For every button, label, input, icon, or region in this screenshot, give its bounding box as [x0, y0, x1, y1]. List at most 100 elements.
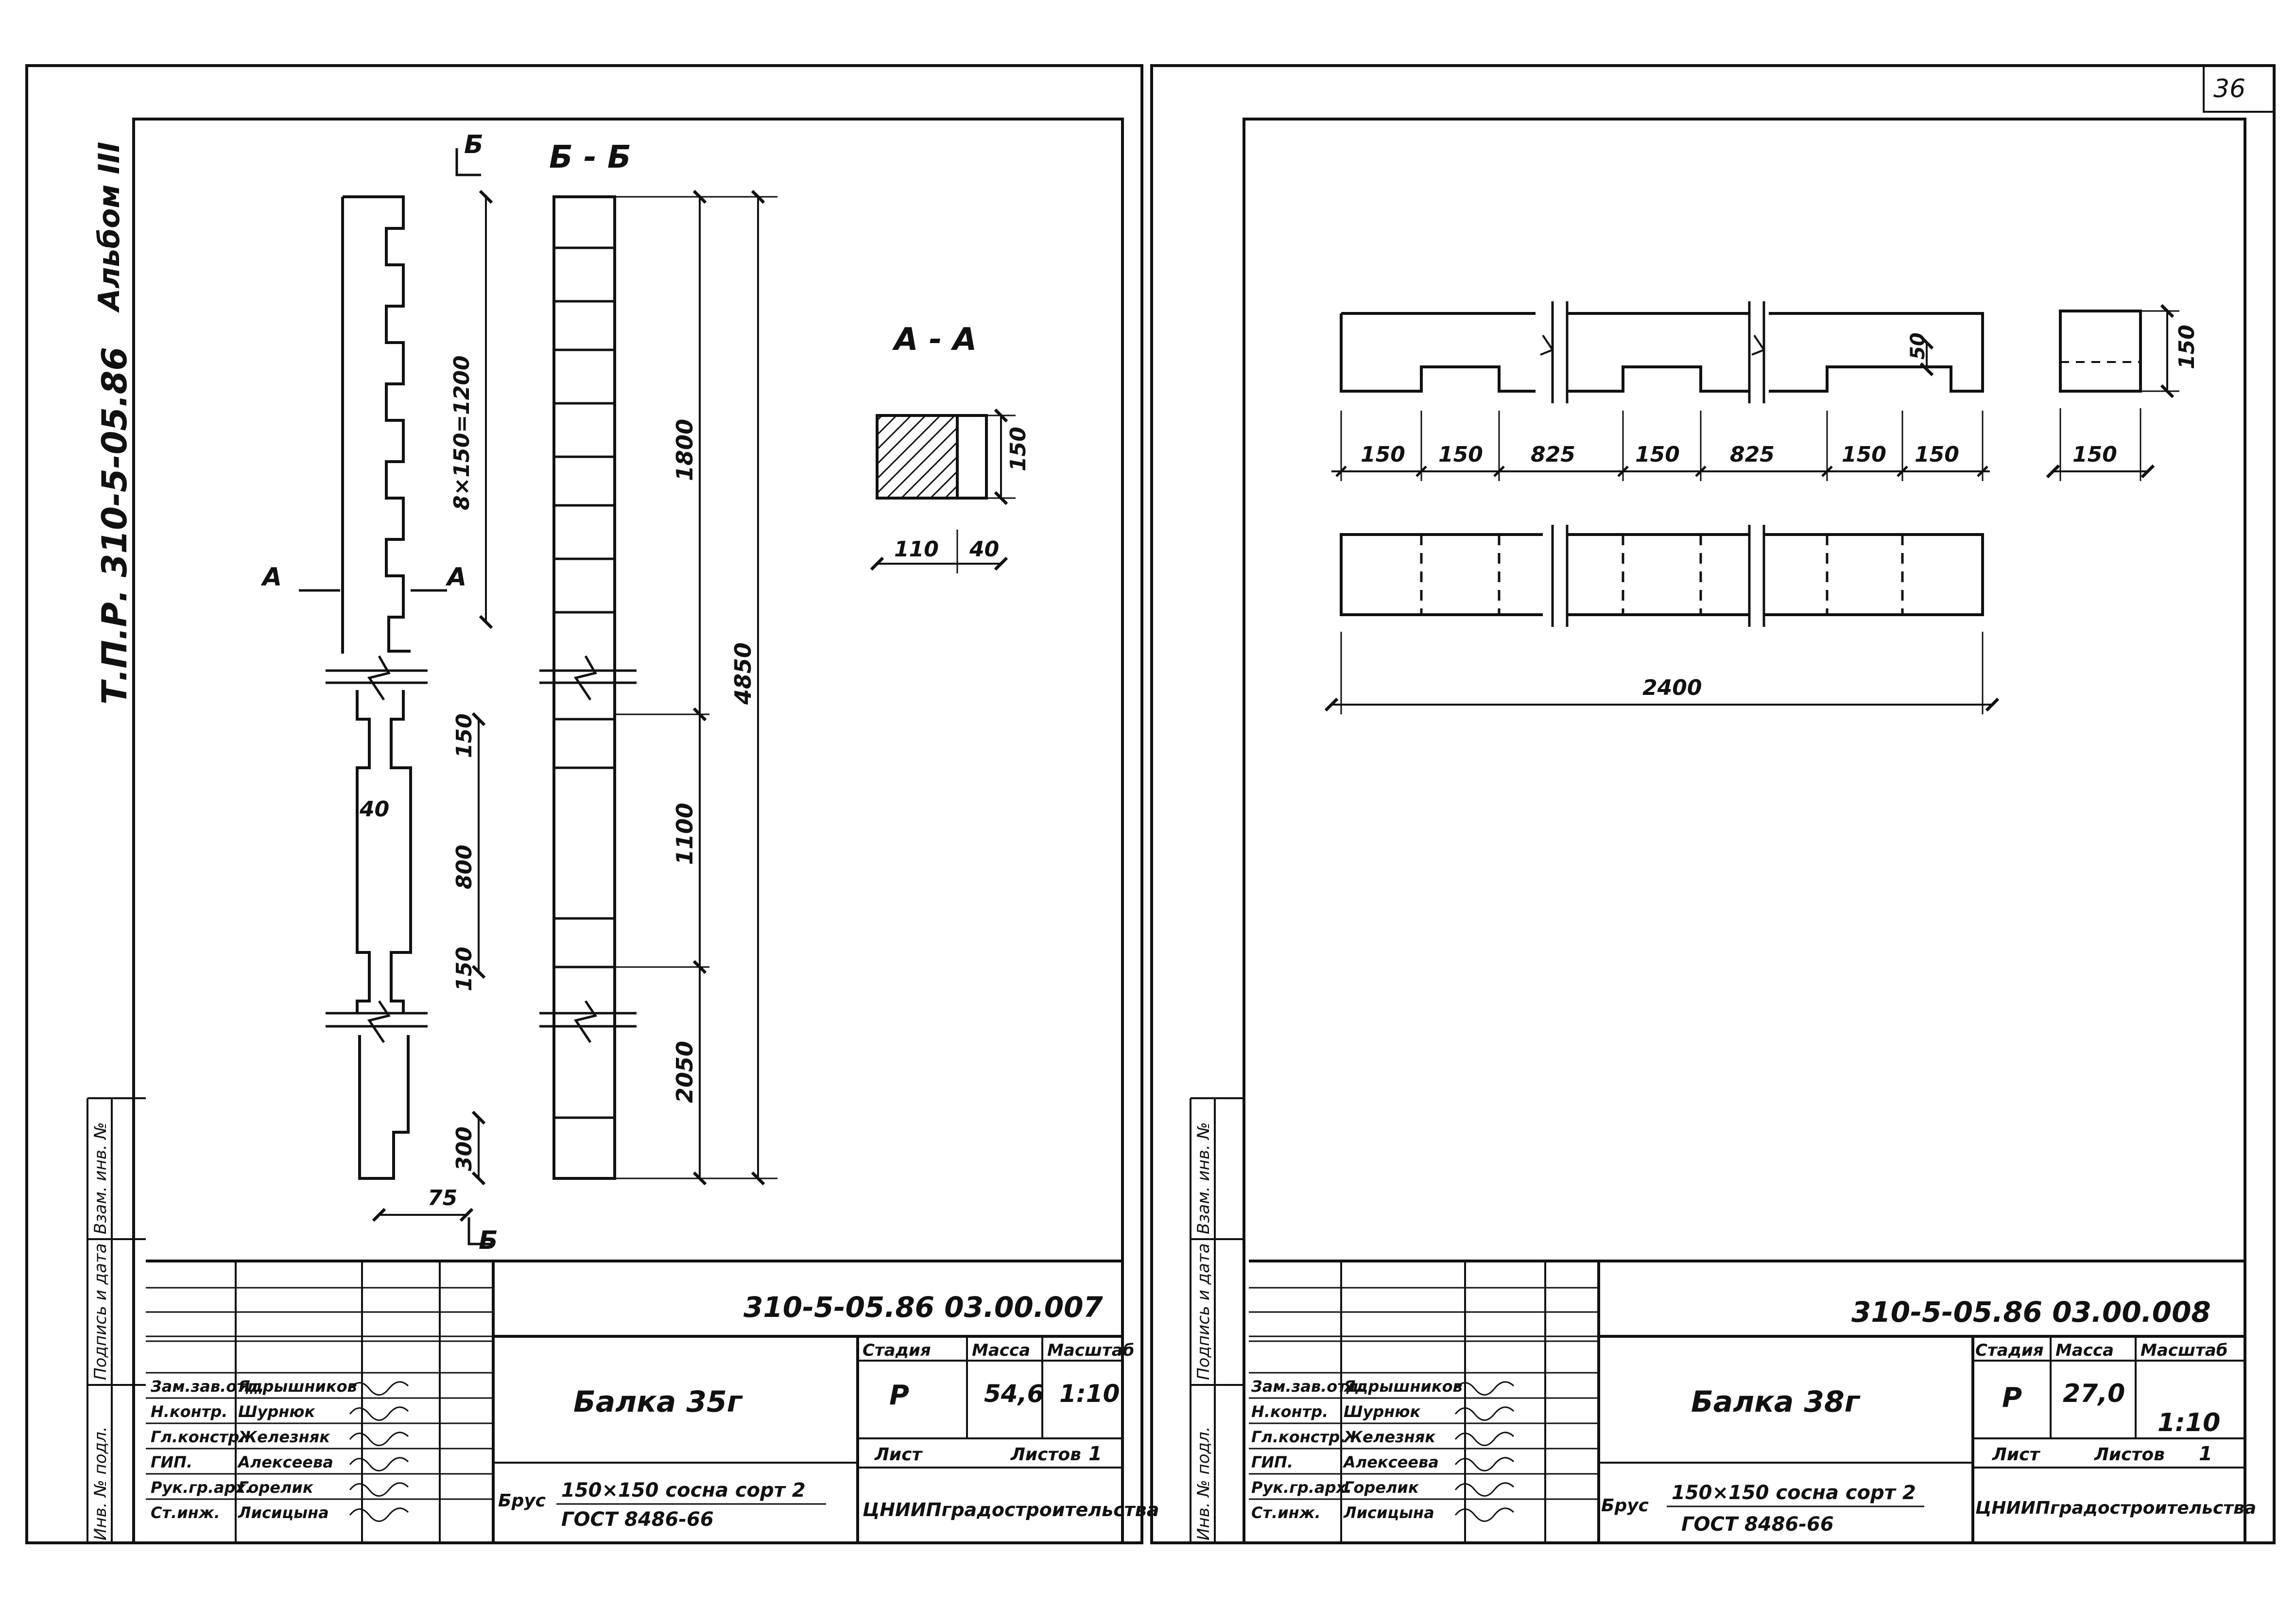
left-material-1: 150×150 сосна сорт 2 [561, 1479, 806, 1502]
signature [349, 1507, 409, 1522]
staff-role: ГИП. [151, 1453, 192, 1471]
right-org: ЦНИИПградостроительства [1975, 1498, 2256, 1518]
left-binding-strip: Инв. № подл. Подпись и дата Взам. инв. № [86, 1097, 146, 1543]
marker-b-top: Б [464, 130, 483, 159]
staff-name: Железняк [1343, 1428, 1436, 1446]
marker-a-left: А [260, 563, 282, 592]
dim-r1: 150 [1438, 442, 1483, 467]
dim-tick [1493, 466, 1505, 477]
dim-section-w: 150 [2072, 442, 2117, 467]
staff-role: Гл.констр. [151, 1428, 245, 1446]
left-scale: 1:10 [1059, 1380, 1120, 1408]
left-doc-code: 310-5-05.86 03.00.007 [743, 1291, 1103, 1324]
signature [349, 1381, 409, 1396]
section-bb-view: 1800 1100 2050 4850 [539, 190, 777, 1186]
signature [349, 1482, 409, 1497]
staff-role: Зам.зав.отд. [1251, 1377, 1365, 1396]
dim-r2: 825 [1531, 442, 1575, 467]
section-aa-title: А - А [892, 322, 977, 358]
left-stage: Р [889, 1380, 909, 1411]
dim-aa-h: 150 [1006, 427, 1031, 471]
sheet-frames [25, 64, 2276, 1544]
right-sheets-hdr: Листов [2094, 1445, 2165, 1465]
section-bb-title: Б - Б [549, 139, 631, 175]
dim-150a: 150 [452, 713, 477, 758]
dim-notch-h: 50 [1907, 332, 1929, 360]
page-number: 36 [2213, 74, 2245, 104]
signature [349, 1457, 409, 1471]
staff-name: Ядрышников [1343, 1377, 1463, 1396]
right-title-block: Зам.зав.отд.ЯдрышниковН.контр.ШурнюкГл.к… [1249, 1260, 2256, 1543]
left-material-lead: Брус [498, 1491, 546, 1511]
side-label-sign-r: Подпись и дата [1194, 1243, 1213, 1380]
dim-1100: 1100 [672, 803, 698, 865]
right-mass-hdr: Масса [2055, 1341, 2114, 1360]
right-scale: 1:10 [2158, 1408, 2220, 1437]
dim-tick [1897, 466, 1908, 477]
dim-r3: 150 [1635, 442, 1680, 467]
side-label-repl-r: Взам. инв. № [1194, 1122, 1213, 1234]
dim-section-h: 150 [2175, 325, 2199, 369]
signature [349, 1432, 409, 1446]
series-label: Т.П.Р. 310-5-05.86 [95, 347, 135, 705]
right-title: Балка 38г [1691, 1385, 1861, 1419]
dim-300: 300 [452, 1126, 477, 1171]
right-material-lead: Брус [1601, 1496, 1649, 1516]
left-title-block: Зам.зав.отд.ЯдрышниковН.контр.ШурнюкГл.к… [146, 1260, 1159, 1543]
signature [1454, 1482, 1515, 1497]
left-sheets: 1 [1088, 1443, 1102, 1465]
section-aa-view: 150 110 40 [870, 408, 1031, 573]
beam38-elevation: 50 150 150 [1340, 301, 2199, 481]
right-scale-hdr: Масштаб [2141, 1341, 2227, 1360]
right-stage-hdr: Стадия [1975, 1341, 2044, 1360]
beam35-elevation: Б Б А А [260, 130, 498, 1255]
dim-aa-w1: 110 [894, 537, 939, 562]
marker-b-bottom: Б [479, 1226, 498, 1255]
staff-role: Зам.зав.отд. [150, 1377, 264, 1396]
dim-r0: 150 [1361, 442, 1405, 467]
signature [349, 1406, 409, 1421]
staff-name: Алексеева [237, 1453, 333, 1471]
staff-role: Ст.инж. [151, 1503, 220, 1522]
dim-1800: 1800 [672, 419, 698, 481]
right-sheet-hdr: Лист [1992, 1445, 2040, 1465]
staff-name: Шурнюк [238, 1402, 316, 1421]
dim-r5: 150 [1842, 442, 1886, 467]
staff-role: Ст.инж. [1251, 1503, 1321, 1522]
left-mass: 54,6 [984, 1380, 1044, 1408]
left-org: ЦНИИПградостроительства [863, 1499, 1159, 1521]
staff-role: Н.контр. [1251, 1402, 1328, 1421]
dim-tick [1617, 466, 1629, 477]
dim-pitch: 8×150=1200 [449, 355, 474, 510]
side-label-inv: Инв. № подл. [91, 1426, 110, 1540]
staff-name: Горелик [238, 1478, 314, 1497]
dim-4850: 4850 [730, 642, 756, 705]
dim-tick [1695, 466, 1707, 477]
dim-r4: 825 [1730, 442, 1775, 467]
staff-name: Горелик [1344, 1478, 1419, 1497]
left-stage-hdr: Стадия [863, 1341, 931, 1360]
right-mass: 27,0 [2063, 1379, 2125, 1408]
signature [1454, 1381, 1515, 1396]
left-sheet-hdr: Лист [874, 1445, 923, 1465]
signature [1454, 1406, 1515, 1421]
staff-name: Шурнюк [1344, 1402, 1421, 1421]
staff-name: Лисицына [1343, 1503, 1434, 1522]
dim-tick [1977, 466, 1988, 477]
left-title: Балка 35г [573, 1385, 743, 1419]
left-sheets-hdr: Листов [1010, 1445, 1081, 1465]
staff-name: Лисицына [238, 1503, 329, 1522]
side-label-repl: Взам. инв. № [91, 1122, 110, 1234]
dim-40: 40 [359, 797, 389, 822]
beam38-dims-row: 150 150 825 150 825 150 150 [1331, 411, 1990, 481]
dim-total: 2400 [1642, 675, 1702, 700]
staff-name: Ядрышников [238, 1377, 357, 1396]
signature [1454, 1507, 1515, 1522]
signature [1454, 1457, 1515, 1471]
side-label-inv-r: Инв. № подл. [1194, 1426, 1213, 1540]
dim-75: 75 [428, 1186, 457, 1210]
right-stage: Р [2002, 1382, 2022, 1414]
signature [1454, 1432, 1515, 1446]
dim-r6: 150 [1915, 442, 1959, 467]
